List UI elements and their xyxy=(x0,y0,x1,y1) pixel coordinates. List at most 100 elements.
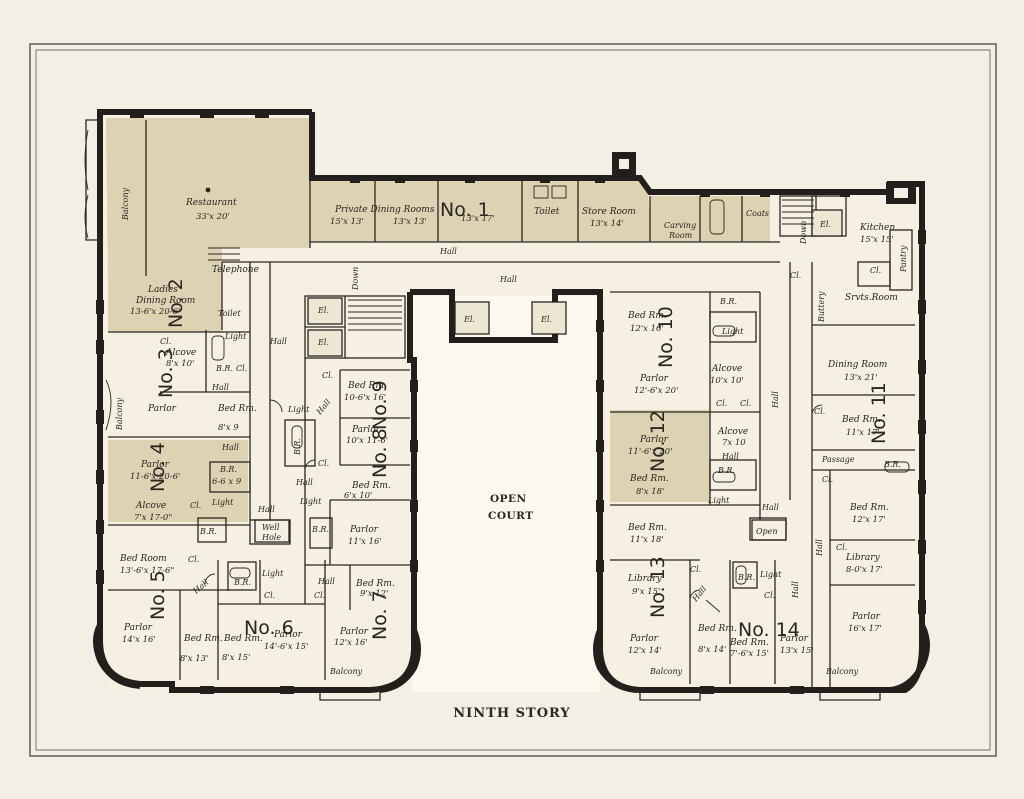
bed-9-dim: 10-6'x 16' xyxy=(344,393,386,403)
parlor-10: Parlor xyxy=(639,374,669,384)
outer-border xyxy=(29,43,997,757)
store-room-dim: 13'x 14' xyxy=(590,219,624,229)
parlor-5: Parlor xyxy=(123,623,153,633)
parlor-14: Parlor xyxy=(779,634,809,644)
hall-4: Hall xyxy=(221,443,239,452)
page-title: NINTH STORY xyxy=(453,706,570,721)
br-12: B.R. xyxy=(717,466,735,475)
pd-dim-3: 13'x 17' xyxy=(461,214,495,224)
toilet-label-ladies: Toilet xyxy=(218,309,241,318)
kitchen-dim: 15'x 15' xyxy=(860,235,894,245)
servants-room-label: Srvts.Room xyxy=(845,293,898,303)
parlor-4-dim: 11-6'x 20-6' xyxy=(130,472,180,482)
library-11: Library xyxy=(845,553,881,563)
bed-3-dim: 8'x 9 xyxy=(218,423,239,433)
bed-14b: Bed Rm. xyxy=(729,638,769,648)
parlor-9-dim: 10'x 11-6' xyxy=(346,436,388,446)
bed-14a-dim: 8'x 14' xyxy=(698,645,726,655)
el-label-4: El. xyxy=(540,315,552,324)
bed-6: Bed Rm. xyxy=(223,634,263,644)
alcove-4: Alcove xyxy=(135,501,166,511)
parlor-7: Parlor xyxy=(339,627,369,637)
parlor-13-dim: 12'x 14' xyxy=(628,646,662,656)
suite-no-13: No. 13 xyxy=(647,556,669,618)
cl-11a: Cl. xyxy=(814,407,825,416)
br-4b: B.R. xyxy=(199,527,217,536)
balcony-6: Balcony xyxy=(329,667,363,676)
hall-12: Hall xyxy=(721,452,739,461)
bed-11-dim: 11'x 17' xyxy=(846,428,880,438)
alcove-4-dim: 7'x 17-0" xyxy=(134,513,172,523)
br-4: B.R. xyxy=(219,465,237,474)
restaurant-dim: 33'x 20' xyxy=(196,212,230,222)
library-11-dim: 8-0'x 17' xyxy=(846,565,883,575)
suite-no-9: No. 9 xyxy=(369,380,391,430)
cl-13: Cl. xyxy=(690,565,701,574)
parlor-11-dim: 16'x 17' xyxy=(848,624,882,634)
down-label-west: Down xyxy=(351,267,360,291)
open-label: Open xyxy=(756,527,778,536)
alcove-3: Alcove xyxy=(165,348,196,358)
pd-dim-2: 13'x 13' xyxy=(393,217,427,227)
br-3: B.R. xyxy=(215,364,233,373)
hall-10: Hall xyxy=(771,391,780,409)
cl-buttery: Cl. xyxy=(790,271,801,280)
hall-label-corridor: Hall xyxy=(499,275,517,284)
toilet-label: Toilet xyxy=(534,207,560,217)
balcony-label-west: Balcony xyxy=(121,187,130,221)
parlor-7-dim: 12'x 16' xyxy=(334,638,368,648)
bed-13: Bed Rm. xyxy=(627,523,667,533)
bed-7-dim: 9'x 12' xyxy=(360,589,388,599)
alcove-3-dim: 8'x 10' xyxy=(166,359,194,369)
cl-14: Cl. xyxy=(764,591,775,600)
bed-6-dim: 8'x 15' xyxy=(222,653,250,663)
light-6: Light xyxy=(261,569,284,578)
cl-11c: Cl. xyxy=(836,543,847,552)
hall-13: Hall xyxy=(761,503,779,512)
telephone-label: Telephone xyxy=(212,265,259,275)
buttery-label: Buttery xyxy=(817,291,826,323)
parlor-9: Parlor xyxy=(351,425,381,435)
hall-3: Hall xyxy=(211,383,229,392)
hall-label-top: Hall xyxy=(439,247,457,256)
alcove-10-dim: 10'x 10' xyxy=(710,376,744,386)
hall-14: Hall xyxy=(791,581,800,599)
balcony-14: Balcony xyxy=(825,667,859,676)
cl-10a: Cl. xyxy=(716,399,727,408)
cl-3a: Cl. xyxy=(160,337,171,346)
cl-7: Cl. xyxy=(314,591,325,600)
bed-14b-dim: 7'-6'x 15' xyxy=(730,649,769,659)
cl-11b: Cl. xyxy=(822,475,833,484)
cl-9b: Cl. xyxy=(318,459,329,468)
pantry-label: Pantry xyxy=(899,245,908,273)
alcove-12-dim: 7x 10 xyxy=(722,438,746,448)
inner-border xyxy=(35,49,991,751)
suite-no-11: No. 11 xyxy=(868,382,890,444)
bed-11b: Bed Rm. xyxy=(849,503,889,513)
br-11: B.R. xyxy=(883,460,901,469)
light-9: Light xyxy=(287,405,310,414)
cl-6: Cl. xyxy=(264,591,275,600)
suite-no-3: No. 3 xyxy=(155,348,177,398)
parlor-11: Parlor xyxy=(851,612,881,622)
light-14: Light xyxy=(759,570,782,579)
bed-14a: Bed Rm. xyxy=(697,624,737,634)
br-8: B.R. xyxy=(311,525,329,534)
bed-12-dim: 8'x 18' xyxy=(636,487,664,497)
bed-12: Bed Rm. xyxy=(629,474,669,484)
hall-4b: Hall xyxy=(257,505,275,514)
bed-8: Bed Rm. xyxy=(351,481,391,491)
light-8: Light xyxy=(299,497,322,506)
hall-label-west: Hall xyxy=(269,337,287,346)
private-dining-label: Private Dining Rooms xyxy=(334,205,435,215)
ninth-story-plan: Restaurant 33'x 20' Balcony Private Dini… xyxy=(84,109,930,721)
parlor-12: Parlor xyxy=(639,435,669,445)
suite-no-1: No. 1 xyxy=(440,199,490,221)
ladies-label: Ladies xyxy=(147,285,178,295)
el-label-3: El. xyxy=(463,315,475,324)
br-10: B.R. xyxy=(719,297,737,306)
ladies-dim: 13-6'x 20-6' xyxy=(130,307,180,317)
hall-7: Hall xyxy=(317,577,335,586)
hole-label: Hole xyxy=(261,533,281,542)
